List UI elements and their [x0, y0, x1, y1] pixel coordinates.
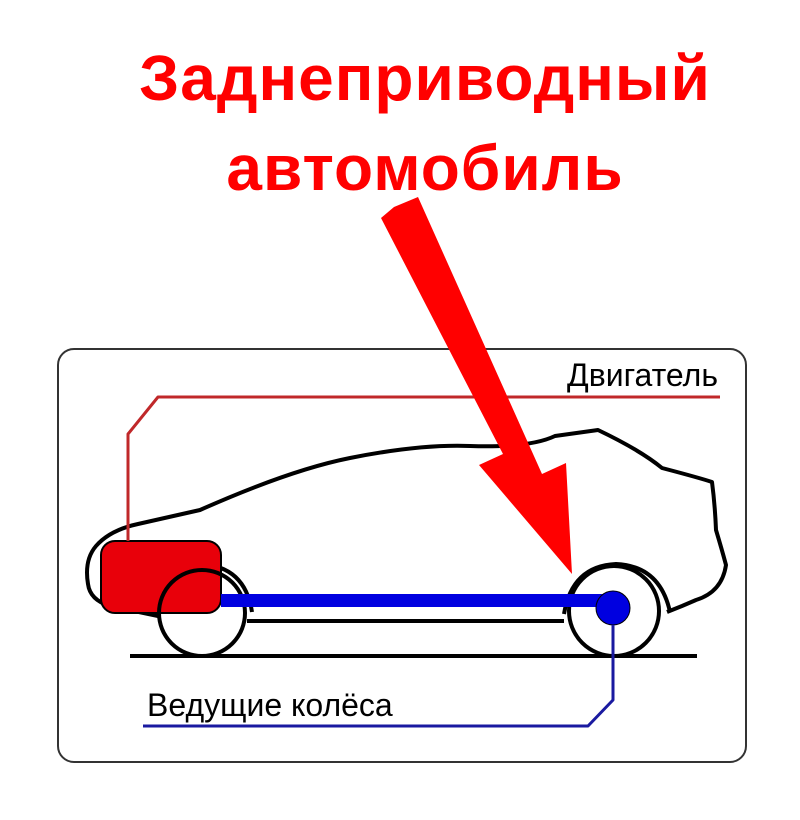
title-line-1: Заднеприводный: [139, 42, 711, 114]
engine-label: Двигатель: [567, 357, 718, 393]
car-body-outline: [85, 428, 728, 618]
engine-leader-line: [126, 395, 720, 541]
diagram-frame: [57, 348, 747, 763]
pointer-arrow: [381, 197, 572, 574]
driveshaft: [221, 594, 609, 607]
title-line-2: автомобиль: [226, 132, 624, 204]
driven-wheels-leader-line: [143, 625, 615, 728]
driven-wheels-label: Ведущие колёса: [147, 687, 393, 723]
rear-axle-hub: [595, 590, 631, 626]
front-wheel: [157, 568, 247, 658]
rear-wheel-arch: [562, 561, 672, 615]
